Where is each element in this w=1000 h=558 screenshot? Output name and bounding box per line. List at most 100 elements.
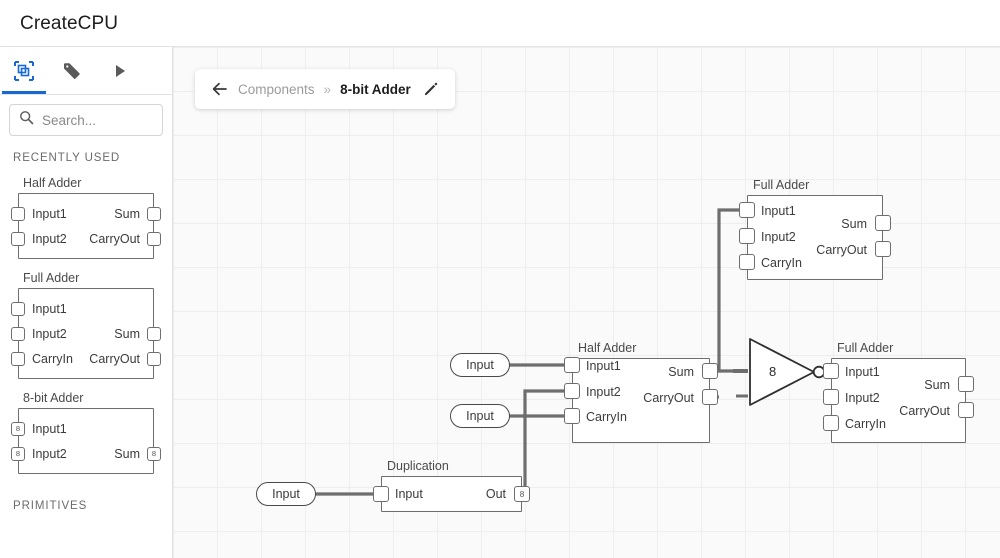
- merge-triangle-icon: [749, 338, 826, 406]
- input-port[interactable]: 8: [11, 421, 25, 436]
- port-label: Sum: [924, 378, 950, 392]
- port-label: Input2: [761, 230, 796, 244]
- port-row: Input1: [11, 296, 153, 321]
- sidebar-component-body: Input1 Sum Input2 CarryOut: [11, 193, 161, 259]
- sidebar-component-title: Full Adder: [23, 271, 80, 285]
- port-carryout[interactable]: [702, 389, 718, 405]
- output-port[interactable]: [147, 206, 161, 221]
- port-input[interactable]: [373, 486, 389, 502]
- tab-components[interactable]: [0, 47, 48, 94]
- port-label: CarryOut: [816, 243, 867, 257]
- output-port[interactable]: [147, 326, 161, 341]
- output-port[interactable]: [147, 351, 161, 366]
- port-row: Input2 CarryOut: [11, 226, 161, 251]
- port-label: CarryOut: [89, 351, 140, 366]
- port-label: Input1: [761, 204, 796, 218]
- node-merge[interactable]: 8: [748, 337, 828, 407]
- port-label: CarryIn: [586, 410, 627, 424]
- port-label: CarryOut: [899, 404, 950, 418]
- port-out[interactable]: 8: [514, 486, 530, 502]
- port-label: CarryIn: [32, 351, 73, 366]
- input-port[interactable]: 8: [11, 446, 25, 461]
- back-button[interactable]: [211, 80, 229, 98]
- sidebar-component-title: 8-bit Adder: [23, 391, 84, 405]
- sidebar: RECENTLY USED Half Adder Input1 Sum Inpu…: [0, 47, 173, 558]
- port-sum[interactable]: [875, 215, 891, 231]
- port-label: CarryIn: [761, 256, 802, 270]
- port-label: CarryIn: [845, 417, 886, 431]
- input-port[interactable]: [11, 206, 25, 221]
- node-full-adder-right[interactable]: Full Adder Input1 Input2 CarryIn Sum Car…: [823, 341, 974, 443]
- port-label: Input1: [586, 359, 621, 373]
- node-half-adder[interactable]: Half Adder Input1 Input2 CarryIn Sum Car…: [564, 341, 718, 443]
- port-sum[interactable]: [702, 363, 718, 379]
- tab-tags[interactable]: [48, 47, 96, 94]
- port-input1[interactable]: [823, 363, 839, 379]
- port-row: CarryIn CarryOut: [11, 346, 161, 371]
- node-title: Full Adder: [837, 341, 894, 355]
- section-recently-used: RECENTLY USED: [13, 152, 121, 164]
- sidebar-scrollbar-track[interactable]: [164, 47, 335, 558]
- port-label: Out: [485, 487, 506, 501]
- port-input1[interactable]: [739, 202, 755, 218]
- wire-duplication-out-to-halfadder-input2: [514, 389, 572, 496]
- breadcrumb-current: 8-bit Adder: [340, 81, 411, 97]
- sidebar-component-body: 8 Input1 8 Input2 Sum 8: [11, 408, 161, 474]
- input-pill-3[interactable]: Input: [256, 482, 316, 506]
- sidebar-component-body: Input1 Input2 Sum CarryIn CarryOut: [11, 288, 161, 379]
- circuit-canvas[interactable]: Components » 8-bit Adder Full Adder Inpu…: [173, 47, 1000, 558]
- port-sum[interactable]: [958, 376, 974, 392]
- port-row: 8 Input1: [11, 416, 153, 441]
- port-label: Sum: [114, 446, 140, 461]
- port-row: Input2 Sum: [11, 321, 161, 346]
- input-port[interactable]: [11, 301, 25, 316]
- port-label: Input2: [32, 326, 67, 341]
- port-carryout[interactable]: [958, 402, 974, 418]
- port-label: Input: [395, 487, 423, 501]
- port-label: Input2: [32, 231, 67, 246]
- sidebar-component-full-adder[interactable]: Full Adder Input1 Input2 Sum CarryIn Car…: [0, 271, 172, 379]
- port-input2[interactable]: [739, 228, 755, 244]
- search-container: [0, 95, 172, 136]
- breadcrumb-root[interactable]: Components: [238, 81, 315, 97]
- port-label: Input2: [32, 446, 67, 461]
- port-label: Input1: [32, 301, 67, 316]
- play-icon: [111, 62, 129, 80]
- search-input[interactable]: [42, 112, 152, 128]
- port-input2[interactable]: [564, 383, 580, 399]
- merge-bit-width-label: 8: [769, 364, 777, 379]
- port-carryin[interactable]: [564, 408, 580, 424]
- input-pill-2[interactable]: Input: [450, 404, 510, 428]
- port-label: Input1: [32, 421, 67, 436]
- port-label: Sum: [841, 217, 867, 231]
- input-port[interactable]: [11, 326, 25, 341]
- port-label: Input1: [845, 365, 880, 379]
- input-port[interactable]: [11, 231, 25, 246]
- node-duplication[interactable]: Duplication Input 8 Out: [373, 459, 530, 512]
- app-title: CreateCPU: [20, 13, 119, 34]
- input-port[interactable]: [11, 351, 25, 366]
- edit-name-button[interactable]: [423, 81, 439, 97]
- node-body: [831, 358, 966, 443]
- sidebar-component-8bit-adder[interactable]: 8-bit Adder 8 Input1 8 Input2 Sum 8: [0, 391, 172, 474]
- node-title: Full Adder: [753, 178, 810, 192]
- port-carryin[interactable]: [823, 415, 839, 431]
- port-carryout[interactable]: [875, 241, 891, 257]
- pencil-icon: [424, 82, 438, 96]
- port-carryin[interactable]: [739, 254, 755, 270]
- port-label: Sum: [668, 365, 694, 379]
- port-input2[interactable]: [823, 389, 839, 405]
- output-port[interactable]: 8: [147, 446, 161, 461]
- port-input1[interactable]: [564, 357, 580, 373]
- top-bar: CreateCPU: [0, 0, 1000, 47]
- search-box[interactable]: [9, 104, 163, 136]
- input-pill-1[interactable]: Input: [450, 353, 510, 377]
- output-port[interactable]: [147, 231, 161, 246]
- components-icon: [13, 60, 35, 82]
- port-label: Input2: [845, 391, 880, 405]
- tab-run[interactable]: [96, 47, 144, 94]
- node-full-adder-top[interactable]: Full Adder Input1 Input2 CarryIn Sum Car…: [739, 178, 891, 280]
- port-label: Input2: [586, 385, 621, 399]
- sidebar-component-half-adder[interactable]: Half Adder Input1 Sum Input2 CarryOut: [0, 176, 172, 259]
- node-body: [381, 476, 522, 512]
